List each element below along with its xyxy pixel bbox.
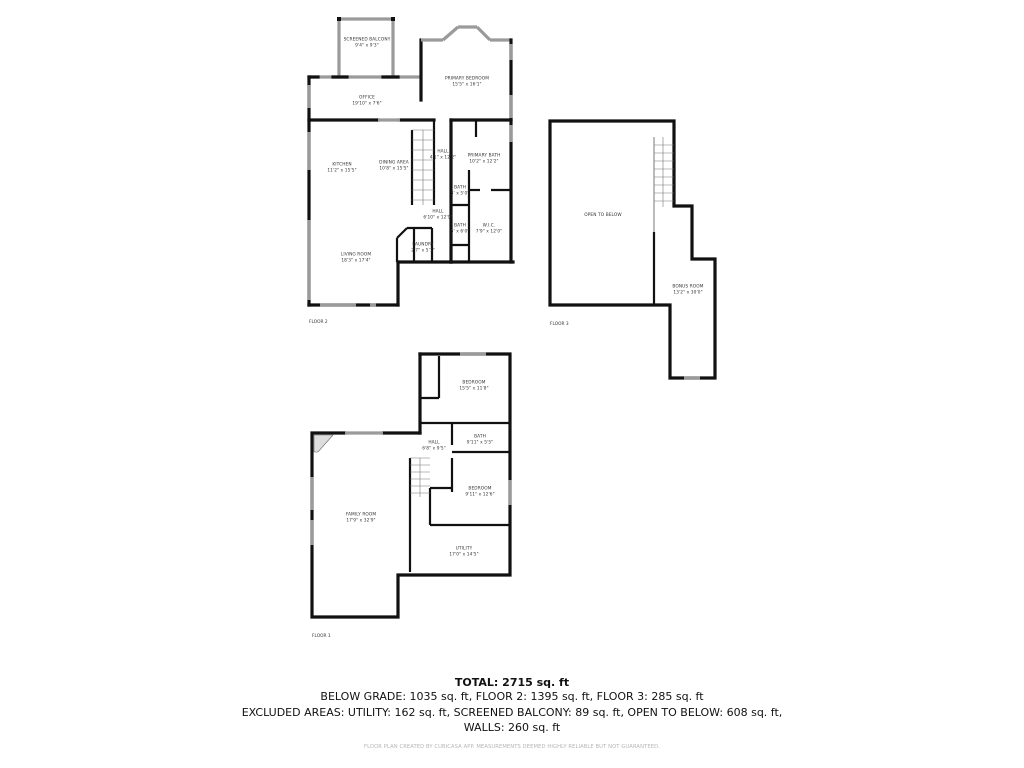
- total-area: TOTAL: 2715 sq. ft: [454, 676, 570, 689]
- floor-label-floor3: FLOOR 3: [550, 322, 569, 327]
- stairs-floor2: [412, 129, 434, 205]
- credit-disclaimer: FLOOR PLAN CREATED BY CUBICASA APP. MEAS…: [364, 744, 660, 750]
- stairs-floor1: [410, 457, 430, 497]
- room-label-wic: W.I.C.7'9" x 12'0": [475, 223, 503, 234]
- stairs-floor3: [654, 137, 674, 207]
- excluded-areas: EXCLUDED AREAS: UTILITY: 162 sq. ft, SCR…: [241, 706, 783, 719]
- floor-3-plan: [548, 119, 717, 380]
- floor-label-floor2: FLOOR 2: [309, 320, 328, 325]
- room-label-open-to-below: OPEN TO BELOW: [584, 213, 622, 219]
- walls-area: WALLS: 260 sq. ft: [463, 721, 561, 734]
- floor-label-floor1: FLOOR 1: [312, 634, 331, 639]
- floor-2-plan: [307, 17, 515, 307]
- area-breakdown: BELOW GRADE: 1035 sq. ft, FLOOR 2: 1395 …: [320, 690, 704, 703]
- floor-1-plan: [310, 352, 512, 619]
- screened-balcony-walls: [337, 17, 395, 76]
